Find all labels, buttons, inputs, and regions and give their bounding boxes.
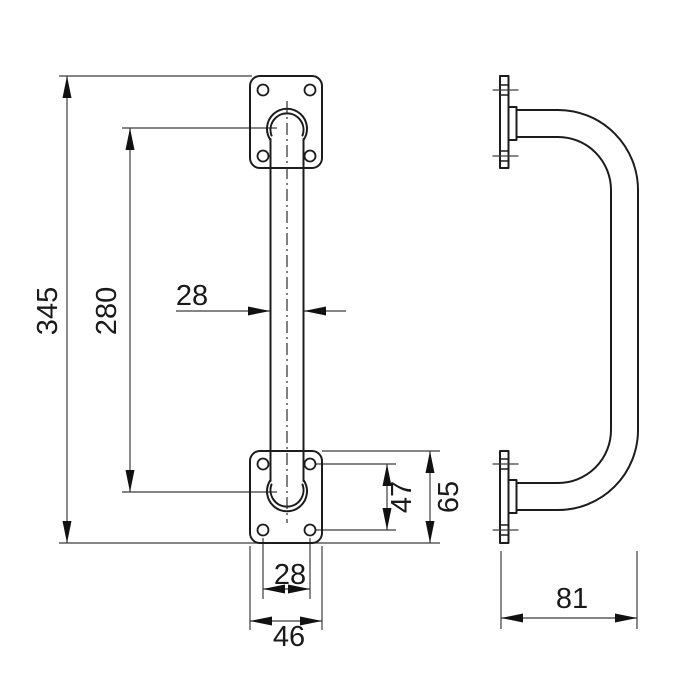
flange-screw-hole — [303, 457, 317, 471]
arrow-left-icon — [250, 616, 272, 626]
top-bend-inner — [557, 136, 612, 191]
flange-screw-hole — [256, 149, 270, 163]
dim-label-tube-diameter: 28 — [176, 280, 208, 312]
dimension-arrows — [62, 76, 637, 626]
top-mounting-flange — [249, 75, 323, 169]
arrow-up-icon — [62, 76, 72, 98]
arrow-down-icon — [62, 521, 72, 543]
flange-screw-hole — [303, 83, 317, 97]
dimension-lines — [59, 75, 638, 630]
dim-label-hole-spacing-horizontal: 28 — [274, 559, 306, 591]
dim-label-wall-projection: 81 — [556, 583, 588, 615]
top-bend-outer — [557, 109, 639, 191]
front-view — [249, 75, 323, 544]
top-tube-boss-inner — [269, 112, 305, 137]
flange-screw-hole — [256, 523, 270, 537]
bottom-boss-profile — [507, 479, 518, 514]
dim-label-hole-centres-height: 280 — [91, 287, 123, 335]
arrow-down-icon — [125, 470, 135, 492]
plate-hole-edges — [499, 84, 510, 536]
dimension-labels: 345 280 28 47 65 28 46 81 — [32, 280, 588, 653]
arrow-right-icon — [615, 613, 637, 623]
arrow-up-icon — [125, 128, 135, 150]
arrow-left-icon — [263, 584, 285, 594]
arrow-right-icon — [248, 306, 270, 316]
flange-screw-hole — [303, 149, 317, 163]
bottom-tube-boss-outer — [266, 479, 308, 513]
arrow-up-icon — [382, 464, 392, 486]
arrow-right-icon — [288, 584, 310, 594]
bottom-mounting-flange — [249, 450, 323, 544]
bottom-bend-inner — [557, 429, 612, 484]
flange-screw-hole — [256, 457, 270, 471]
dim-label-flange-width: 46 — [273, 621, 305, 653]
arrow-up-icon — [425, 451, 435, 473]
arrow-right-icon — [300, 616, 322, 626]
arrow-left-icon — [304, 306, 326, 316]
arrow-down-icon — [425, 521, 435, 543]
arrow-left-icon — [501, 613, 523, 623]
bottom-flange-plate-profile — [499, 450, 510, 544]
dim-label-overall-height: 345 — [32, 287, 64, 335]
arrow-down-icon — [382, 508, 392, 530]
flange-screw-hole — [256, 83, 270, 97]
flange-screw-hole — [303, 523, 317, 537]
side-view — [499, 75, 639, 544]
plate-hole-centerlines — [492, 89, 519, 531]
bottom-bend-outer — [557, 429, 639, 511]
dim-label-hole-spacing-vertical: 47 — [386, 481, 418, 513]
dim-label-flange-height: 65 — [433, 481, 465, 513]
top-boss-profile — [507, 106, 518, 141]
